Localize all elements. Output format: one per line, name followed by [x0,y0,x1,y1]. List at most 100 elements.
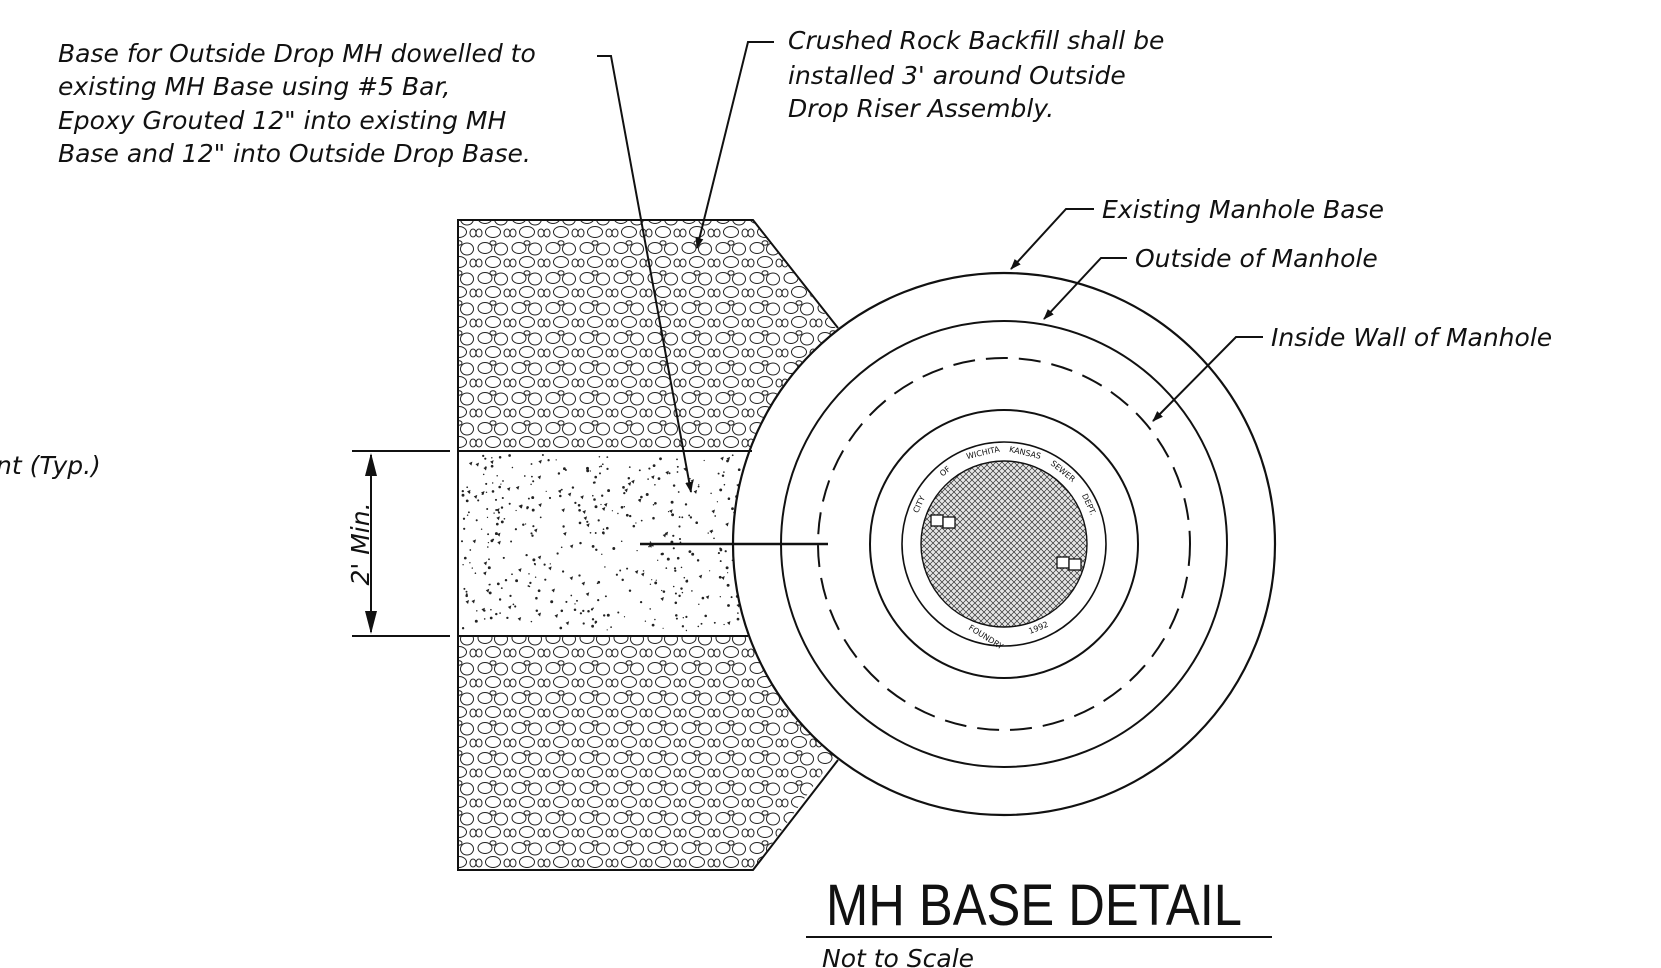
concrete-aggregate [721,576,725,581]
concrete-speckle [731,454,734,457]
concrete-speckle [529,581,532,585]
concrete-speckle [543,563,546,566]
concrete-speckle [463,587,466,590]
concrete-speckle [592,607,594,609]
concrete-speckle [530,620,533,623]
concrete-speckle [476,610,478,612]
concrete-speckle [685,579,689,583]
concrete-speckle [578,508,581,512]
concrete-speckle [579,541,582,545]
concrete-aggregate [518,568,522,573]
concrete-speckle [707,532,709,534]
note-dowel-line-1: Base for Outside Drop MH dowelled to [58,39,536,68]
concrete-speckle [604,566,606,568]
concrete-speckle [639,600,643,604]
concrete-speckle [559,626,563,630]
concrete-speckle [700,622,703,625]
concrete-aggregate [601,507,606,512]
note-outside-manhole: Outside of Manhole [1043,244,1378,320]
concrete-speckle [657,477,661,480]
concrete-speckle [600,503,602,506]
concrete-speckle [594,475,598,479]
concrete-speckle [493,512,495,514]
concrete-speckle [477,499,480,502]
concrete-speckle [482,454,485,458]
concrete-aggregate [565,621,570,626]
title-block: MH BASE DETAIL Not to Scale [806,873,1272,968]
concrete-speckle [549,563,551,565]
concrete-aggregate [533,528,538,533]
concrete-speckle [640,519,643,522]
concrete-speckle [598,472,602,475]
concrete-speckle [654,484,656,486]
concrete-speckle [649,583,652,585]
concrete-aggregate [709,529,713,534]
concrete-speckle [676,556,680,560]
concrete-speckle [594,622,597,624]
concrete-speckle [593,498,596,501]
concrete-speckle [496,582,500,586]
concrete-speckle [659,457,662,461]
concrete-speckle [532,480,535,483]
concrete-aggregate [496,516,500,521]
concrete-speckle [537,589,541,593]
concrete-speckle [681,516,684,519]
concrete-speckle [683,576,686,579]
backfill-outline [457,219,839,871]
concrete-speckle [560,488,563,491]
concrete-speckle [545,490,547,493]
lid-pick-hole-left [930,514,956,529]
concrete-speckle [610,626,612,628]
concrete-speckle [606,467,609,471]
title-main: MH BASE DETAIL [826,873,1242,938]
concrete-speckle [677,491,680,493]
concrete-speckle [560,546,563,549]
concrete-speckle [727,604,730,607]
concrete-aggregate [726,456,731,461]
concrete-speckle [488,558,490,561]
concrete-speckle [638,469,641,472]
concrete-speckle [736,617,740,621]
note-outside-manhole-text: Outside of Manhole [1135,244,1378,273]
concrete-speckle [489,616,493,620]
concrete-speckle [530,483,532,486]
concrete-speckle [662,590,666,593]
concrete-speckle [502,556,505,559]
concrete-speckle [713,537,715,540]
concrete-aggregate [548,566,552,571]
concrete-speckle [574,603,576,605]
concrete-speckle [597,580,601,584]
concrete-aggregate [725,522,729,527]
concrete-speckle [587,609,590,613]
concrete-speckle [523,475,526,477]
concrete-speckle [508,502,511,505]
concrete-speckle [632,524,636,528]
concrete-speckle [606,456,609,459]
concrete-speckle [644,620,647,622]
concrete-aggregate [698,574,703,579]
concrete-speckle [678,516,681,518]
concrete-speckle [672,484,676,487]
concrete-speckle [592,494,594,497]
concrete-aggregate [693,489,698,494]
concrete-aggregate [538,459,542,464]
concrete-speckle [586,520,589,523]
concrete-aggregate [496,508,500,513]
concrete-speckle [490,608,492,611]
concrete-aggregate [651,475,655,480]
concrete-speckle [717,552,720,555]
concrete-speckle [681,625,685,628]
concrete-aggregate [538,503,542,508]
concrete-speckle [511,466,514,469]
concrete-speckle [678,525,681,528]
concrete-speckle [532,558,536,562]
concrete-speckle [602,614,606,617]
concrete-speckle [565,600,568,603]
concrete-speckle [497,511,501,514]
concrete-speckle [495,522,499,526]
concrete-aggregate [720,456,724,461]
concrete-speckle [674,592,677,595]
concrete-speckle [724,550,727,553]
concrete-speckle [489,583,491,586]
